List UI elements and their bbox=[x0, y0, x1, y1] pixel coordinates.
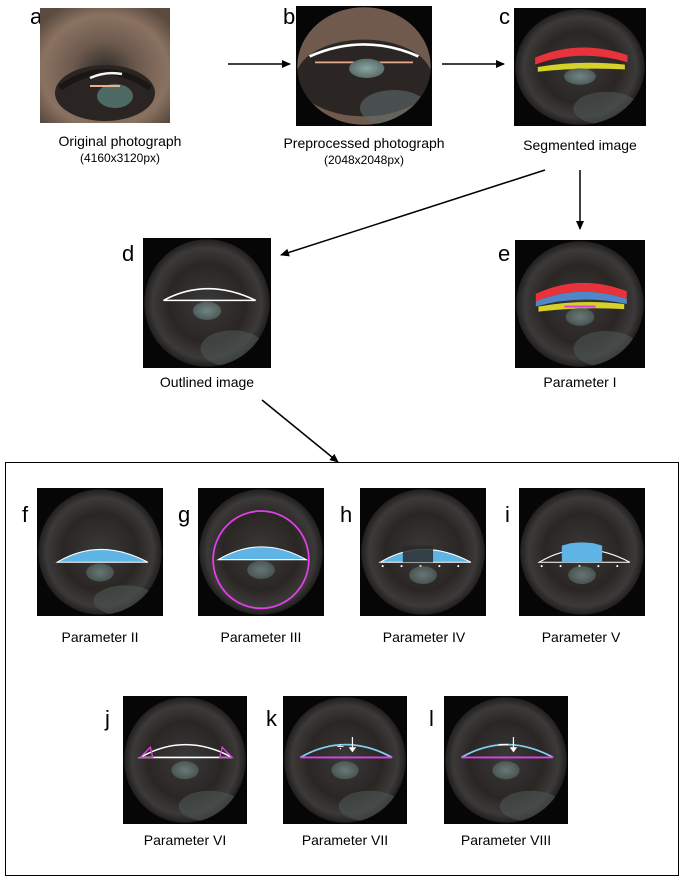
caption: Parameter V bbox=[541, 629, 621, 645]
parameter-vi-image bbox=[123, 696, 247, 824]
diagonal-arrow-icon bbox=[280, 169, 546, 257]
outlined-image bbox=[143, 238, 271, 368]
parameter-i-image bbox=[515, 240, 645, 368]
panel-letter: i bbox=[505, 502, 510, 527]
panel-letter: c bbox=[499, 4, 510, 29]
subcaption: (2048x2048px) bbox=[323, 153, 405, 167]
caption: Parameter III bbox=[220, 629, 302, 645]
panel-letter: l bbox=[429, 706, 434, 731]
parameter-vii-image: ÷ bbox=[283, 696, 407, 824]
panel-letter: d bbox=[122, 241, 135, 266]
parameter-v-image bbox=[519, 488, 645, 616]
caption: Parameter VI bbox=[143, 832, 227, 848]
segmented-image bbox=[514, 8, 646, 126]
panel-letter: a bbox=[30, 4, 43, 29]
parameter-iv-image bbox=[360, 488, 486, 616]
original-photograph-image bbox=[40, 8, 170, 123]
caption: Parameter II bbox=[61, 629, 139, 645]
panel-letter: k bbox=[266, 706, 277, 731]
panel-letter: e bbox=[498, 241, 511, 266]
panel-letter: j bbox=[105, 706, 110, 731]
caption: Parameter VIII bbox=[460, 832, 552, 848]
panel-letter: h bbox=[340, 502, 353, 527]
caption: Parameter IV bbox=[382, 629, 466, 645]
caption: Preprocessed photograph bbox=[283, 135, 445, 151]
svg-text:÷: ÷ bbox=[336, 742, 344, 753]
caption: Parameter I bbox=[543, 374, 617, 390]
panel-letter: f bbox=[22, 502, 29, 527]
preprocessed-photograph-image bbox=[296, 6, 432, 126]
parameter-iii-image bbox=[198, 488, 324, 616]
caption: Parameter VII bbox=[301, 832, 389, 848]
diagonal-arrow-icon bbox=[261, 399, 339, 463]
subcaption: (4160x3120px) bbox=[79, 151, 161, 165]
panel-letter: g bbox=[178, 502, 191, 527]
parameter-viii-image bbox=[444, 696, 568, 824]
caption: Original photograph bbox=[58, 133, 182, 149]
panel-letter: b bbox=[283, 4, 296, 29]
parameters-box bbox=[5, 462, 679, 876]
caption: Outlined image bbox=[159, 374, 255, 390]
caption: Segmented image bbox=[523, 137, 637, 153]
parameter-ii-image bbox=[37, 488, 163, 616]
